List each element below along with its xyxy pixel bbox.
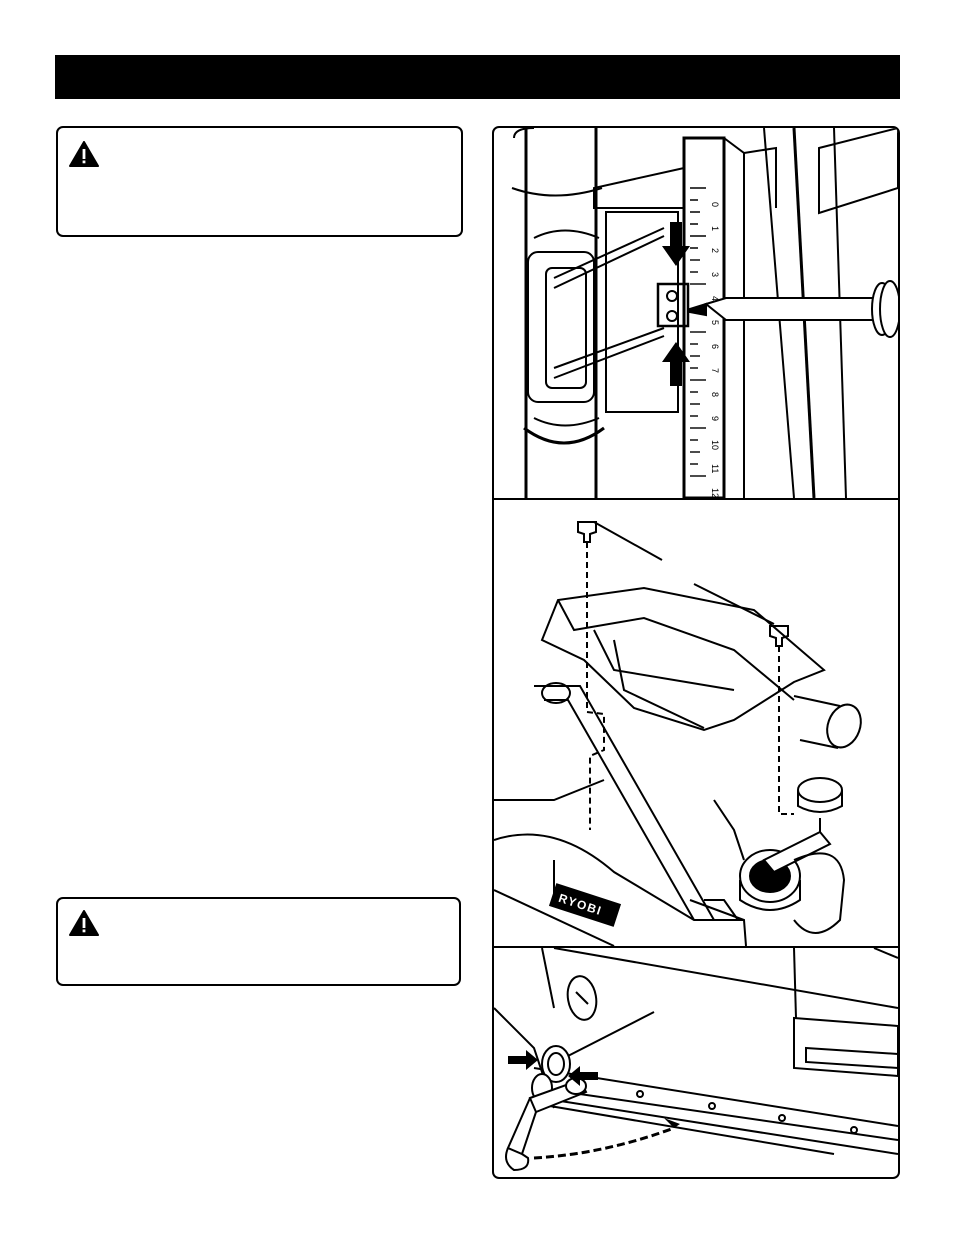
scale-tick-label: 11 <box>710 464 720 473</box>
panel-divider <box>494 498 898 500</box>
warning-triangle-icon <box>69 910 99 936</box>
scale-tick-label: 10 <box>710 440 720 450</box>
warning-triangle-icon <box>69 141 99 167</box>
scale-tick-label: 4 <box>710 296 720 301</box>
scale-tick-label: 9 <box>710 416 720 421</box>
figure-frame: 0 1 2 3 4 5 6 7 8 9 10 11 12 <box>492 126 900 1179</box>
scale-tick-label: 2 <box>710 248 720 253</box>
scale-tick-label: 1 <box>710 226 720 231</box>
scale-tick-label: 0 <box>710 202 720 207</box>
warning-box-bottom <box>56 897 461 986</box>
panel-divider <box>494 946 898 948</box>
wrench-adjustment-illustration <box>494 948 898 1172</box>
scale-adjustment-illustration: 0 1 2 3 4 5 6 7 8 9 10 11 12 <box>511 128 898 498</box>
scale-tick-label: 5 <box>710 320 720 325</box>
scale-tick-label: 7 <box>710 368 720 373</box>
chip-deflector-illustration: RYOBI <box>494 521 862 946</box>
scale-tick-label: 12 <box>710 488 720 498</box>
warning-box-top <box>56 126 463 237</box>
down-arrow-icon <box>662 222 690 266</box>
scale-tick-label: 8 <box>710 392 720 397</box>
left-arrow-icon <box>568 1066 598 1086</box>
header-bar <box>55 55 900 99</box>
up-arrow-icon <box>662 342 690 386</box>
right-arrow-icon <box>508 1050 538 1070</box>
scale-tick-label: 3 <box>710 272 720 277</box>
scale-tick-label: 6 <box>710 344 720 349</box>
